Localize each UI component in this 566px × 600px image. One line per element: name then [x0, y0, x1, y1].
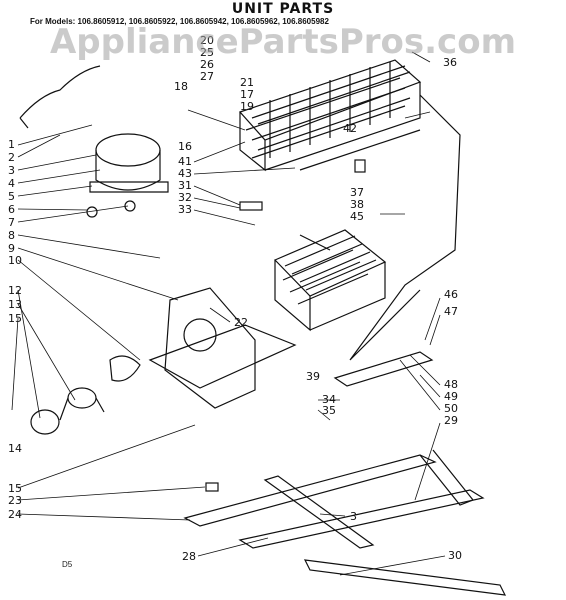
page-title: UNIT PARTS	[231, 1, 335, 17]
fan-motor	[30, 355, 141, 435]
callout-7: 7	[8, 216, 15, 229]
callout-18: 18	[174, 80, 188, 93]
callout-21: 21	[240, 76, 254, 89]
callout-49: 49	[444, 390, 458, 403]
callouts-top: 20 25 26 27 18 21 17 19 36 42 16 41 43 3…	[174, 34, 457, 223]
callout-12: 12	[8, 284, 22, 297]
drain-pan	[333, 351, 434, 387]
grommet	[205, 482, 219, 492]
callout-25: 25	[200, 46, 214, 59]
callouts-left: 1 2 3 4 5 6 7 8 9 10 12 13 15 14 15 23 2…	[8, 138, 22, 521]
callout-23: 23	[8, 494, 22, 507]
callout-24: 24	[8, 508, 22, 521]
callout-33: 33	[178, 203, 192, 216]
callout-48: 48	[444, 378, 458, 391]
callout-50: 50	[444, 402, 458, 415]
fan-bracket	[148, 287, 297, 409]
callout-10: 10	[8, 254, 22, 267]
model-list: For Models: 106.8605912, 106.8605922, 10…	[30, 17, 329, 26]
compressor	[86, 133, 169, 218]
callout-27: 27	[200, 70, 214, 83]
clip	[354, 159, 366, 173]
callout-13: 13	[8, 298, 22, 311]
tubing	[299, 94, 461, 361]
callout-34: 34	[322, 393, 336, 406]
drier	[239, 201, 263, 211]
callout-17: 17	[240, 88, 254, 101]
callout-19: 19	[240, 100, 254, 113]
callout-3b: 3	[350, 510, 357, 523]
callout-6: 6	[8, 203, 15, 216]
callout-42: 42	[343, 122, 357, 135]
callout-16: 16	[178, 140, 192, 153]
condenser-coil	[238, 59, 422, 172]
callout-1: 1	[8, 138, 15, 151]
callout-29: 29	[444, 414, 458, 427]
callouts-right: 46 47 48 49 50 29 34 35 39 22 3 28 30	[182, 288, 462, 563]
callout-30: 30	[448, 549, 462, 562]
callout-4: 4	[8, 177, 15, 190]
callout-15a: 15	[8, 312, 22, 325]
leader-lines	[11, 51, 446, 576]
callout-46: 46	[444, 288, 458, 301]
callout-31: 31	[178, 179, 192, 192]
callout-22: 22	[234, 316, 248, 329]
callout-41: 41	[178, 155, 192, 168]
callout-20: 20	[200, 34, 214, 47]
callout-43: 43	[178, 167, 192, 180]
callout-9: 9	[8, 242, 15, 255]
callout-8: 8	[8, 229, 15, 242]
evaporator-coil	[273, 229, 387, 332]
callout-28: 28	[182, 550, 196, 563]
base-frame	[183, 449, 507, 596]
callout-3: 3	[8, 164, 15, 177]
callout-26: 26	[200, 58, 214, 71]
callout-37: 37	[350, 186, 364, 199]
callout-32: 32	[178, 191, 192, 204]
callout-47: 47	[444, 305, 458, 318]
callout-15b: 15	[8, 482, 22, 495]
callout-2: 2	[8, 151, 15, 164]
callout-38: 38	[350, 198, 364, 211]
callout-39: 39	[306, 370, 320, 383]
callout-5: 5	[8, 190, 15, 203]
power-cord	[19, 65, 101, 129]
callout-14: 14	[8, 442, 22, 455]
callout-35: 35	[322, 404, 336, 417]
corner-code: D5	[62, 560, 73, 569]
callout-36: 36	[443, 56, 457, 69]
callout-45: 45	[350, 210, 364, 223]
